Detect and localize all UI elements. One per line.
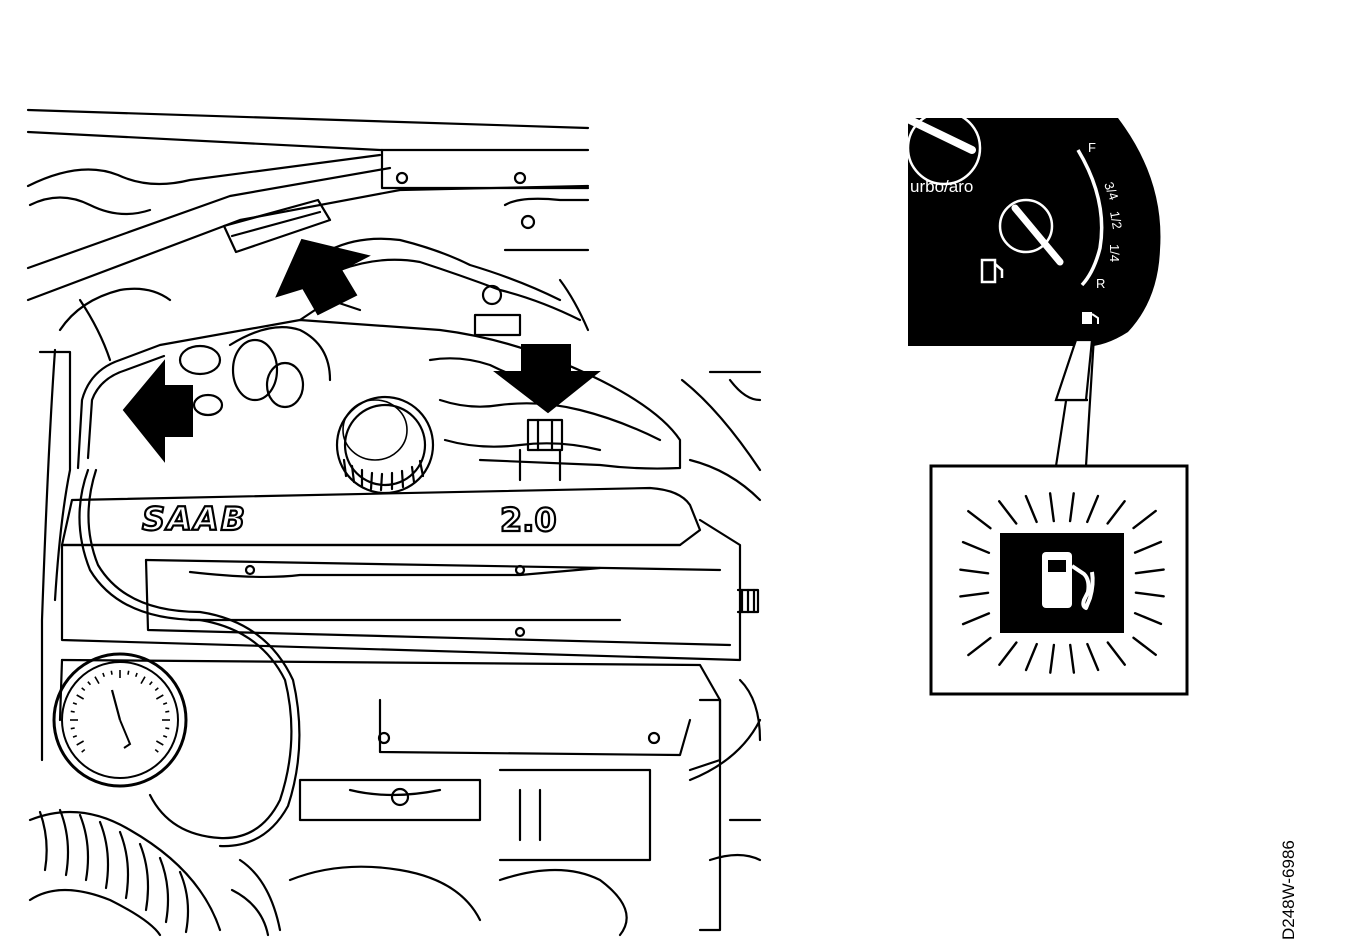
light-ray (1134, 591, 1165, 598)
light-ray (959, 591, 990, 598)
gauge-tick (127, 670, 130, 675)
light-ray (998, 641, 1018, 666)
gauge-tick (165, 710, 170, 713)
gauge-tick (70, 727, 75, 730)
scale-three-quarter-label: 3/4 (1101, 180, 1121, 202)
fuel-pump-icon (1042, 552, 1095, 610)
light-ray (1086, 642, 1100, 672)
light-ray (967, 636, 992, 657)
light-ray (1024, 642, 1038, 672)
gauge-tick (155, 740, 164, 746)
fuel-warning-callout (929, 464, 1189, 696)
light-ray (1106, 500, 1126, 525)
light-ray (967, 509, 992, 530)
gauge-tick (134, 672, 138, 678)
gauge-tick (165, 727, 170, 730)
gauge-tick (162, 702, 168, 706)
vacuum-gauge (52, 652, 188, 788)
gauge-tick (148, 681, 153, 686)
scale-half-label: 1/2 (1107, 210, 1125, 230)
arrow-left (122, 359, 193, 463)
light-ray (1134, 568, 1165, 575)
gauge-tick (81, 748, 86, 753)
light-ray (1049, 643, 1056, 674)
gauge-tick (70, 710, 75, 713)
light-ray (1048, 492, 1055, 523)
gauge-tick (72, 702, 78, 706)
gauge-tick (76, 740, 85, 746)
fuel-pump-icon-small (980, 258, 1004, 284)
gauge-tick (162, 734, 168, 738)
gauge-tick (81, 687, 86, 692)
gauge-tick (110, 670, 113, 675)
arrow-down (493, 344, 601, 414)
light-ray (1132, 509, 1157, 530)
scale-reserve-label: R (1096, 276, 1105, 291)
fuel-gauge-cluster: urbo/aro F 3/4 1/2 1/4 R (906, 110, 1161, 347)
light-ray (959, 568, 990, 575)
gauge-tick (154, 687, 159, 692)
light-ray (961, 612, 991, 626)
light-ray (1132, 636, 1157, 657)
light-ray (1106, 641, 1127, 666)
engine-bay (26, 108, 762, 937)
gauge-tick (94, 676, 100, 685)
cluster-label: urbo/aro (910, 177, 973, 196)
light-ray (1133, 611, 1163, 626)
light-ray (961, 540, 991, 555)
light-ray (1069, 643, 1076, 674)
light-ray (1086, 494, 1100, 524)
gauge-tick (87, 681, 92, 686)
scale-full-label: F (1088, 140, 1096, 155)
light-ray (1024, 494, 1038, 524)
scale-quarter-label: 1/4 (1107, 244, 1122, 262)
gauge-tick (76, 694, 85, 700)
gauge-tick (140, 676, 146, 685)
light-ray (997, 500, 1018, 525)
gauge-tick (154, 748, 159, 753)
gauge-tick (72, 734, 78, 738)
light-ray (1068, 492, 1075, 523)
warning-lamp (1082, 312, 1092, 324)
indicator-arrows (122, 238, 601, 463)
arrow-up-left (275, 238, 371, 316)
light-ray (1133, 540, 1163, 554)
cam-cover-displacement: 2.0 (500, 501, 557, 539)
figure-code: D248W-6986 (1279, 840, 1298, 940)
gauge-tick (102, 672, 106, 678)
gauge-tick (155, 694, 164, 700)
cam-cover-brand: SAAB (142, 500, 247, 538)
